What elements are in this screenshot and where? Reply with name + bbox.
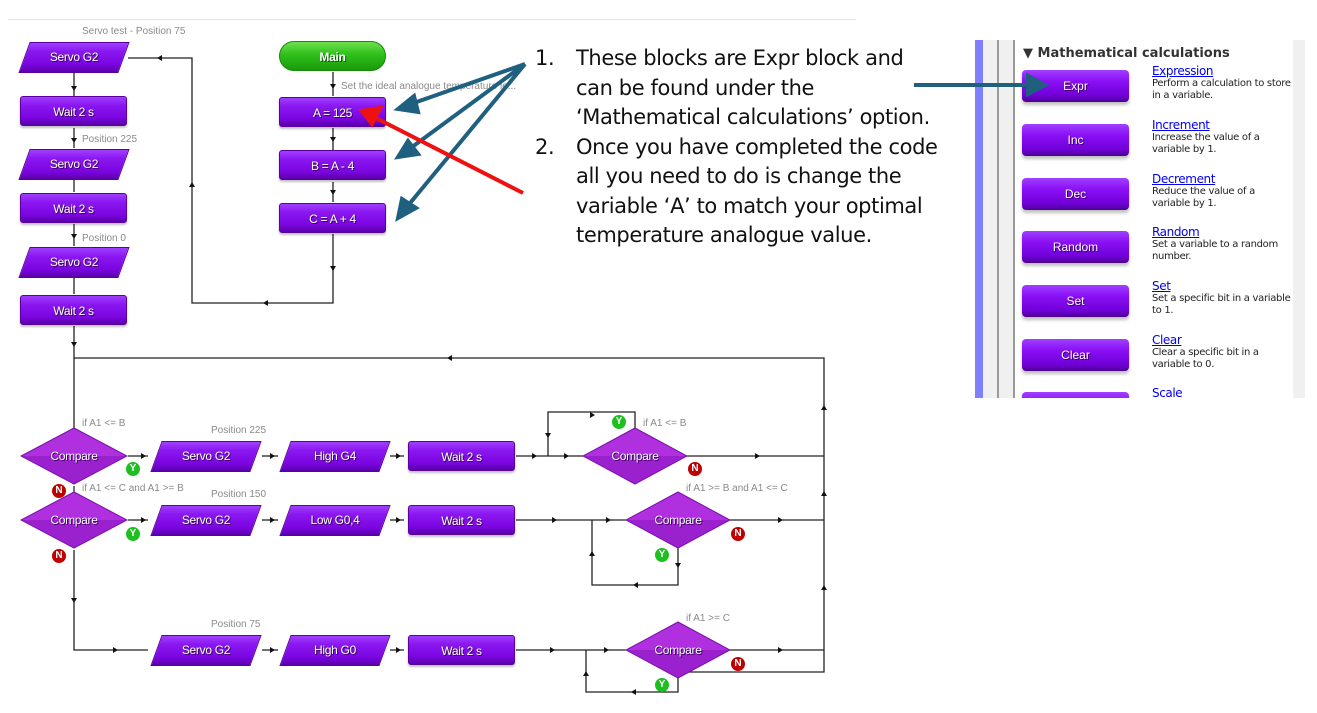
wait-block[interactable]: Wait 2 s <box>20 295 127 325</box>
inc-toolbox-button[interactable]: Inc <box>1022 124 1129 156</box>
dec-toolbox-button[interactable]: Dec <box>1022 178 1129 210</box>
scale-toolbox-button[interactable] <box>1022 392 1129 398</box>
panel-border <box>975 40 983 398</box>
caption: if A1 <= B <box>643 418 687 429</box>
item-description: Set a specific bit in a variable to 1. <box>1152 293 1291 316</box>
set-toolbox-button[interactable]: Set <box>1022 285 1129 317</box>
triangle-down-icon: ▼ <box>1023 46 1038 61</box>
item-description: Clear a specific bit in a variable to 0. <box>1152 347 1259 370</box>
caption: if A1 >= C <box>686 613 730 624</box>
high-block[interactable]: High G0 <box>279 635 391 666</box>
no-badge: N <box>731 657 745 671</box>
help-link[interactable]: Random <box>1152 225 1200 239</box>
yes-badge: Y <box>612 415 626 429</box>
yes-badge: Y <box>655 548 669 562</box>
caption: Position 150 <box>211 489 267 500</box>
caption: Position 75 <box>211 619 261 630</box>
toolbox-panel: ▼ Mathematical calculations Expr Express… <box>975 40 1305 398</box>
help-link[interactable]: Set <box>1152 279 1171 293</box>
item-description: Perform a calculation to store in a vari… <box>1152 78 1291 101</box>
servo-block[interactable]: Servo G2 <box>18 42 130 73</box>
no-badge: N <box>688 462 702 476</box>
servo-block[interactable]: Servo G2 <box>18 149 130 180</box>
compare-block[interactable]: Compare <box>20 490 128 550</box>
help-link[interactable]: Decrement <box>1152 172 1216 186</box>
divider <box>8 19 856 20</box>
low-block[interactable]: Low G0,4 <box>279 505 391 536</box>
random-toolbox-button[interactable]: Random <box>1022 231 1129 263</box>
help-link[interactable]: Increment <box>1152 118 1210 132</box>
clear-toolbox-button[interactable]: Clear <box>1022 339 1129 371</box>
expr-block-b[interactable]: B = A - 4 <box>279 150 386 180</box>
caption: Set the ideal analogue temperature le... <box>341 81 517 92</box>
servo-block[interactable]: Servo G2 <box>150 505 262 536</box>
instruction-text: These blocks are Expr block and can be f… <box>576 46 930 129</box>
yes-badge: Y <box>655 678 669 692</box>
yes-badge: Y <box>126 462 140 476</box>
servo-block[interactable]: Servo G2 <box>150 635 262 666</box>
compare-block[interactable]: Compare <box>625 490 731 550</box>
caption: Servo test - Position 75 <box>82 26 186 37</box>
section-header[interactable]: ▼ Mathematical calculations <box>1023 46 1230 61</box>
expr-block-a[interactable]: A = 125 <box>279 97 386 127</box>
compare-block[interactable]: Compare <box>20 426 128 486</box>
panel-scrollbar[interactable] <box>1293 40 1305 398</box>
expr-block-c[interactable]: C = A + 4 <box>279 203 386 233</box>
item-description: Increase the value of a variable by 1. <box>1152 132 1260 155</box>
toolbox-item-clear: Clear Clear Clear a specific bit in a va… <box>1022 333 1290 387</box>
wait-block[interactable]: Wait 2 s <box>408 505 515 535</box>
instruction-item: 2. Once you have completed the code all … <box>535 133 945 251</box>
servo-block[interactable]: Servo G2 <box>18 247 130 278</box>
instruction-number: 1. <box>535 46 555 70</box>
yes-badge: Y <box>126 527 140 541</box>
toolbox-item-random: Random Random Set a variable to a random… <box>1022 225 1290 279</box>
toolbox-item-dec: Dec Decrement Reduce the value of a vari… <box>1022 172 1290 226</box>
toolbox-item-set: Set Set Set a specific bit in a variable… <box>1022 279 1291 333</box>
expr-toolbox-button[interactable]: Expr <box>1022 70 1129 102</box>
help-link[interactable]: Clear <box>1152 333 1182 347</box>
toolbox-item-scale: Scale <box>1022 386 1290 398</box>
compare-block[interactable]: Compare <box>582 426 688 486</box>
main-start-block[interactable]: Main <box>279 41 386 71</box>
item-description: Set a variable to a random number. <box>1152 239 1278 262</box>
high-block[interactable]: High G4 <box>279 441 391 472</box>
wait-block[interactable]: Wait 2 s <box>20 96 127 126</box>
no-badge: N <box>52 484 66 498</box>
splitter-line <box>1013 40 1015 398</box>
no-badge: N <box>52 549 66 563</box>
wait-block[interactable]: Wait 2 s <box>408 635 515 665</box>
item-description: Reduce the value of a variable by 1. <box>1152 186 1255 209</box>
caption: if A1 <= C and A1 >= B <box>82 483 184 494</box>
instruction-item: 1. These blocks are Expr block and can b… <box>535 44 945 133</box>
splitter-line <box>997 40 999 398</box>
instructions-list: 1. These blocks are Expr block and can b… <box>535 44 945 251</box>
section-title: Mathematical calculations <box>1037 46 1230 61</box>
caption: Position 225 <box>82 134 138 145</box>
instruction-number: 2. <box>535 134 555 159</box>
no-badge: N <box>731 527 745 541</box>
wait-block[interactable]: Wait 2 s <box>20 193 127 223</box>
instruction-text: Once you have completed the code all you… <box>576 134 938 248</box>
help-link[interactable]: Scale <box>1152 386 1183 398</box>
caption: if A1 <= B <box>82 418 126 429</box>
toolbox-item-inc: Inc Increment Increase the value of a va… <box>1022 118 1290 172</box>
toolbox-item-expr: Expr Expression Perform a calculation to… <box>1022 64 1291 118</box>
caption: Position 0 <box>82 233 126 244</box>
compare-block[interactable]: Compare <box>625 620 731 680</box>
wait-block[interactable]: Wait 2 s <box>408 441 515 471</box>
caption: if A1 >= B and A1 <= C <box>686 483 788 494</box>
caption: Position 225 <box>211 425 267 436</box>
servo-block[interactable]: Servo G2 <box>150 441 262 472</box>
help-link[interactable]: Expression <box>1152 64 1214 78</box>
